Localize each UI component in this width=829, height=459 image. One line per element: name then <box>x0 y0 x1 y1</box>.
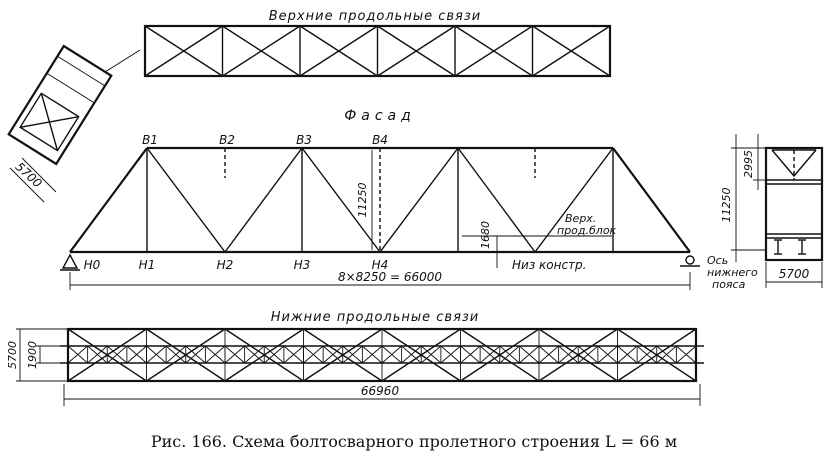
bracing-member <box>87 345 108 364</box>
upper-node-label-v4: В4 <box>372 133 388 147</box>
fixed-support <box>60 253 80 271</box>
bracing-member <box>460 345 481 364</box>
lower-node-label-n2: Н2 <box>217 258 234 272</box>
bracing-member <box>263 345 285 364</box>
bracing-member <box>636 345 658 364</box>
lower-node-label-n4: Н4 <box>372 258 389 272</box>
axis-label-1: Ось <box>707 254 728 267</box>
bracing-member <box>519 345 540 364</box>
lower-node-label-n0: Н0 <box>84 258 101 272</box>
bracing-member <box>126 345 147 364</box>
lower-width-outer-label: 5700 <box>6 341 19 369</box>
truss-height-label: 11250 <box>356 183 369 218</box>
bracing-member <box>106 345 128 364</box>
bracing-member <box>244 345 265 364</box>
bracing-member <box>499 345 520 364</box>
upper-node-label-v1: В1 <box>142 133 158 147</box>
truss-facade: Фасад В1 В2 <box>60 108 758 291</box>
axis-label-3: пояса <box>712 278 746 291</box>
lower-bracing-inner-lattice <box>67 345 697 364</box>
block-offset-label: 1680 <box>479 221 492 249</box>
upper-block-annotation-2: прод.блок <box>557 224 617 237</box>
cross-section-view: 11250 2995 5700 <box>720 134 824 288</box>
span-dimension-label: 8×8250 = 66000 <box>338 270 442 284</box>
bracing-member <box>144 25 223 77</box>
section-height-label: 11250 <box>720 188 733 223</box>
lower-bracing-plan: Нижние продольные связи 5700 1900 66960 <box>6 310 704 406</box>
bracing-member <box>532 25 611 77</box>
bracing-member <box>222 25 301 77</box>
bracing-member <box>558 345 579 364</box>
lower-length-label: 66960 <box>361 384 400 398</box>
portal-bracing-view <box>7 44 113 166</box>
portal-connector <box>104 49 141 73</box>
upper-block-annotation-1: Верх. <box>565 212 596 225</box>
upper-node-label-v3: В3 <box>296 133 312 147</box>
bracing-member <box>377 25 456 77</box>
bracing-member <box>146 345 167 364</box>
bracing-member <box>454 25 533 77</box>
section-top-label: 2995 <box>742 150 755 178</box>
upper-bracing-title: Верхние продольные связи <box>269 9 481 24</box>
bracing-member <box>597 345 618 364</box>
facade-title: Фасад <box>344 108 416 124</box>
bracing-member <box>185 345 206 364</box>
bracing-member <box>538 345 559 364</box>
bracing-member <box>342 345 363 364</box>
lower-width-inner-label: 1900 <box>26 341 39 369</box>
section-width-label: 5700 <box>779 267 810 281</box>
bracing-member <box>224 345 245 364</box>
axis-label-2: нижнего <box>707 266 758 279</box>
bracing-member <box>617 345 638 364</box>
bracing-member <box>322 345 344 364</box>
bracing-member <box>479 345 501 364</box>
bracing-member <box>362 345 383 364</box>
bracing-member <box>303 345 324 364</box>
lower-bracing-title: Нижние продольные связи <box>271 310 480 325</box>
bracing-member <box>67 345 88 364</box>
bracing-member <box>283 345 304 364</box>
bracing-member <box>577 345 599 364</box>
bracing-member <box>401 345 422 364</box>
upper-node-label-v2: В2 <box>219 133 235 147</box>
movable-support <box>680 255 700 267</box>
bracing-member <box>165 345 187 364</box>
bottom-of-structure-annotation: Низ констр. <box>512 258 586 272</box>
lower-node-label-n1: Н1 <box>139 258 156 272</box>
lower-node-label-n3: Н3 <box>294 258 311 272</box>
bracing-member <box>381 345 402 364</box>
upper-bracing-bays <box>144 25 611 77</box>
bracing-member <box>440 345 461 364</box>
bracing-member <box>656 345 677 364</box>
bracing-member <box>676 345 697 364</box>
bracing-member <box>420 345 442 364</box>
bracing-member <box>299 25 378 77</box>
upper-bracing-plan: Верхние продольные связи <box>143 9 612 78</box>
bracing-member <box>205 345 226 364</box>
figure-caption: Рис. 166. Схема болтосварного пролетного… <box>151 432 677 451</box>
